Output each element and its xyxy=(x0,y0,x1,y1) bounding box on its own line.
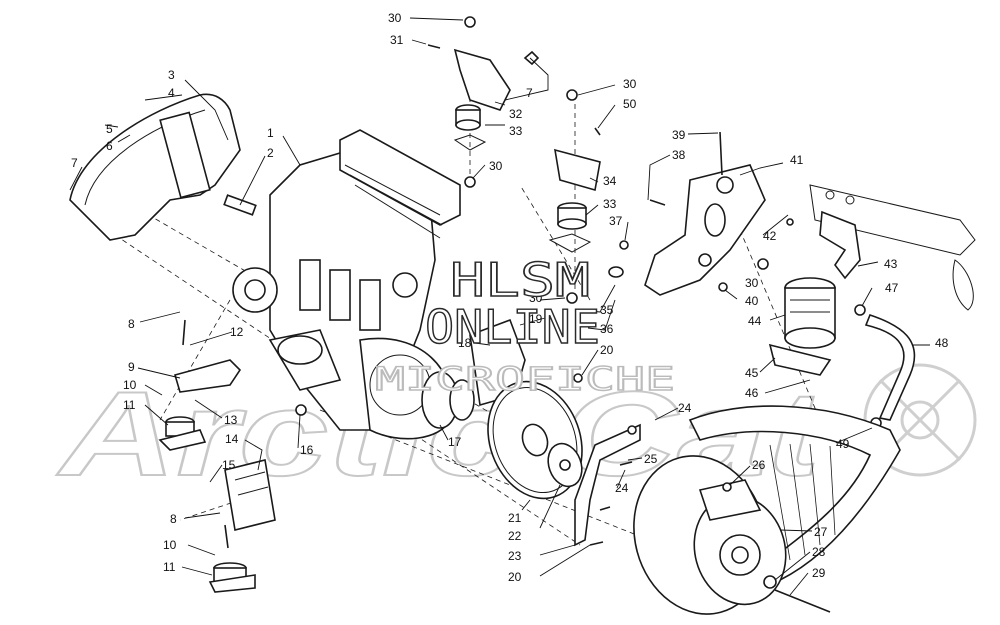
callout-41: 41 xyxy=(790,153,804,167)
callout-26: 26 xyxy=(752,458,766,472)
callout-24: 24 xyxy=(615,481,629,495)
callout-33: 33 xyxy=(603,197,617,211)
middle-engine-mount xyxy=(548,89,629,304)
callout-36: 36 xyxy=(600,322,614,336)
drive-clutch-belt xyxy=(633,405,901,615)
callout-20: 20 xyxy=(600,343,614,357)
callout-labels: 30 31 7 32 33 30 3 4 5 6 7 1 2 30 50 34 … xyxy=(71,11,949,584)
callout-11: 11 xyxy=(163,560,176,574)
callout-5: 5 xyxy=(106,122,113,136)
callout-30: 30 xyxy=(745,276,759,290)
callout-35: 35 xyxy=(600,303,614,317)
callout-8: 8 xyxy=(170,512,177,526)
callout-45: 45 xyxy=(745,366,759,380)
callout-15: 15 xyxy=(222,458,236,472)
callout-24: 24 xyxy=(678,401,692,415)
callout-14: 14 xyxy=(225,432,239,446)
callout-30: 30 xyxy=(529,291,543,305)
callout-39: 39 xyxy=(672,128,686,142)
callout-38: 38 xyxy=(672,148,686,162)
callout-11: 11 xyxy=(123,398,136,412)
callout-47: 47 xyxy=(885,281,899,295)
callout-2: 2 xyxy=(267,146,274,160)
hlsm-watermark: HLSM ONLINE MICROFICHE xyxy=(374,252,675,398)
callout-19: 19 xyxy=(529,312,543,326)
watermark-line-3: MICROFICHE xyxy=(375,360,675,398)
callout-7: 7 xyxy=(526,86,533,100)
top-engine-mount xyxy=(427,16,540,188)
callout-10: 10 xyxy=(163,538,177,552)
callout-31: 31 xyxy=(390,33,404,47)
right-engine-bracket xyxy=(608,131,769,296)
callout-48: 48 xyxy=(935,336,949,350)
callout-42: 42 xyxy=(763,229,777,243)
callout-7: 7 xyxy=(71,156,78,170)
callout-6: 6 xyxy=(106,139,113,153)
callout-21: 21 xyxy=(508,511,522,525)
callout-37: 37 xyxy=(609,214,623,228)
callout-40: 40 xyxy=(745,294,759,308)
watermark-line-1: HLSM xyxy=(450,253,590,307)
clutch-bracket xyxy=(574,423,641,547)
callout-46: 46 xyxy=(745,386,759,400)
callout-17: 17 xyxy=(448,435,462,449)
watermark-line-2: ONLINE xyxy=(425,300,600,354)
belt-cover xyxy=(69,93,257,241)
callout-4: 4 xyxy=(168,86,175,100)
callout-23: 23 xyxy=(508,549,522,563)
callout-13: 13 xyxy=(224,413,238,427)
callout-44: 44 xyxy=(748,314,762,328)
callout-50: 50 xyxy=(623,97,637,111)
callout-12: 12 xyxy=(230,325,244,339)
engine-block xyxy=(232,129,461,440)
front-engine-mounts xyxy=(158,319,307,593)
callout-29: 29 xyxy=(812,566,826,580)
callout-25: 25 xyxy=(644,452,658,466)
callout-34: 34 xyxy=(603,174,617,188)
oil-tank-assembly xyxy=(768,184,976,429)
callout-16: 16 xyxy=(300,443,314,457)
callout-32: 32 xyxy=(509,107,523,121)
callout-20: 20 xyxy=(508,570,522,584)
callout-8: 8 xyxy=(128,317,135,331)
callout-33: 33 xyxy=(509,124,523,138)
callout-10: 10 xyxy=(123,378,137,392)
callout-30: 30 xyxy=(489,159,503,173)
leader-lines xyxy=(69,17,930,596)
callout-22: 22 xyxy=(508,529,522,543)
callout-30: 30 xyxy=(388,11,402,25)
callout-3: 3 xyxy=(168,68,175,82)
callout-9: 9 xyxy=(128,360,135,374)
callout-43: 43 xyxy=(884,257,898,271)
callout-27: 27 xyxy=(814,525,828,539)
callout-28: 28 xyxy=(812,545,826,559)
callout-30: 30 xyxy=(623,77,637,91)
drive-flange-flywheel xyxy=(421,318,583,500)
callout-49: 49 xyxy=(836,437,850,451)
callout-1: 1 xyxy=(267,126,274,140)
callout-18: 18 xyxy=(458,336,472,350)
